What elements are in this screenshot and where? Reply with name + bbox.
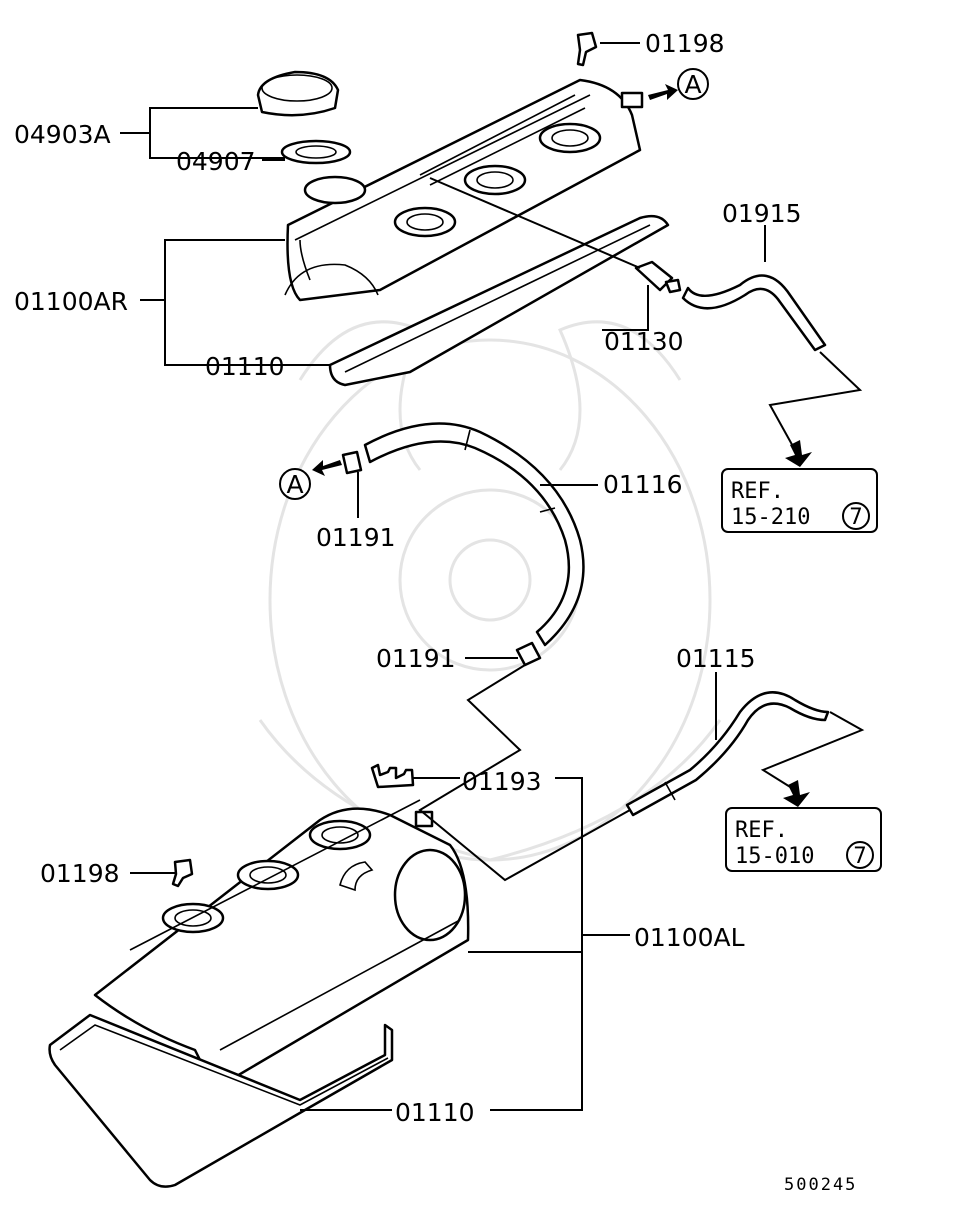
arrow-a-lower: A <box>279 460 342 500</box>
label-clip: 01193 <box>462 767 542 796</box>
cover-right <box>284 78 644 302</box>
marker-a-lower: A <box>286 470 303 499</box>
ref-upper-badge: 7 <box>849 505 862 530</box>
arrow-ref-lower <box>783 780 810 807</box>
leader-lines <box>120 42 865 1111</box>
hose-breather <box>363 422 585 647</box>
cover-left <box>93 799 470 1082</box>
arrow-ref-upper <box>785 440 812 467</box>
label-cover-left: 01100AL <box>634 923 745 952</box>
label-hose-pcv: 01915 <box>722 199 802 228</box>
ref-upper-line1: REF. <box>731 479 784 504</box>
label-pcv-valve: 01130 <box>604 327 684 356</box>
label-clamp-lower: 01191 <box>376 644 456 673</box>
label-cap-assy: 04903A <box>14 120 111 149</box>
bolt-left <box>171 858 194 888</box>
label-gasket-left: 01110 <box>395 1098 475 1127</box>
arrow-a-upper: A <box>648 68 709 100</box>
label-clamp-upper: 01191 <box>316 523 396 552</box>
ref-box-upper: REF. 15-210 7 <box>721 468 878 533</box>
ref-lower-line1: REF. <box>735 818 788 843</box>
oil-cap <box>256 70 340 117</box>
label-hose-breather: 01116 <box>603 470 683 499</box>
label-cover-right: 01100AR <box>14 287 128 316</box>
label-cap-gasket: 04907 <box>176 147 256 176</box>
part-labels: 01198 04903A 04907 01100AR 01110 01130 0… <box>14 29 802 1127</box>
bolt-top <box>576 31 598 67</box>
cap-gasket <box>280 139 352 165</box>
hose-pcv <box>681 274 827 352</box>
clip <box>370 763 415 789</box>
label-hose-left: 01115 <box>676 644 756 673</box>
diagram-id: 500245 <box>784 1175 857 1195</box>
label-gasket-right: 01110 <box>205 352 285 381</box>
pcv-valve <box>634 260 682 294</box>
gasket-left <box>48 1013 394 1188</box>
ref-lower-badge: 7 <box>853 844 866 869</box>
marker-a-upper: A <box>684 70 701 99</box>
label-bolt-top: 01198 <box>645 29 725 58</box>
hose-left <box>625 691 830 817</box>
label-bolt-left: 01198 <box>40 859 120 888</box>
clamp-upper <box>341 450 363 475</box>
ref-upper-line2: 15-210 <box>731 505 810 530</box>
ref-lower-line2: 15-010 <box>735 844 814 869</box>
clamp-lower <box>515 641 542 667</box>
ref-box-lower: REF. 15-010 7 <box>725 807 882 872</box>
